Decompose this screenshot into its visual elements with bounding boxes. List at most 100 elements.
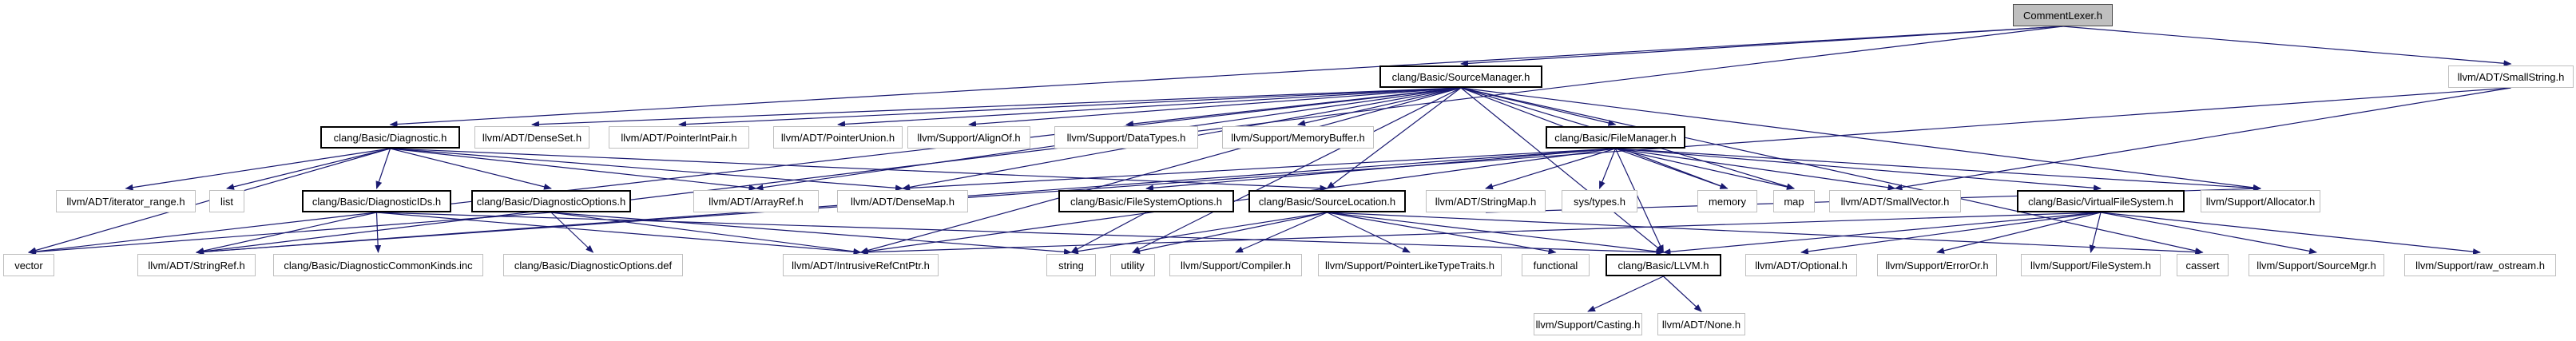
graph-node-small-string: llvm/ADT/SmallString.h [2448,65,2574,88]
include-edge-file-manager-to-virtual-file-system [1615,148,2102,192]
graph-node-iterator-range: llvm/ADT/iterator_range.h [56,190,196,212]
graph-node-small-vector: llvm/ADT/SmallVector.h [1829,190,1961,212]
graph-node-memory-buffer: llvm/Support/MemoryBuffer.h [1222,126,1374,149]
graph-node-optional: llvm/ADT/Optional.h [1745,254,1857,276]
include-edge-source-manager-to-dense-set [531,87,1462,128]
graph-node-align-of: llvm/Support/AlignOf.h [907,126,1030,149]
include-edge-diagnostic-options-to-string [550,212,1072,256]
graph-node-array-ref: llvm/ADT/ArrayRef.h [693,190,819,212]
graph-node-pointer-like-type-traits: llvm/Support/PointerLikeTypeTraits.h [1318,254,1502,276]
include-edge-llvm-h-to-casting [1587,276,1664,312]
graph-node-pointer-int-pair: llvm/ADT/PointerIntPair.h [609,126,749,149]
include-edge-file-manager-to-allocator [1615,148,2261,192]
graph-node-dense-map: llvm/ADT/DenseMap.h [837,190,968,212]
include-edge-diagnostic-options-to-diagnostic-options-def [550,212,594,253]
include-edge-comment-lexer-to-small-string [2062,26,2512,67]
include-edge-diagnostic-to-diagnostic-options [390,148,552,190]
graph-node-vector: vector [3,254,54,276]
graph-node-none: llvm/ADT/None.h [1657,313,1745,335]
include-edge-diagnostic-ids-to-intrusive-ref-cnt-ptr [376,212,862,256]
include-edge-source-manager-to-allocator [1460,87,2261,191]
include-edge-diagnostic-options-to-intrusive-ref-cnt-ptr [550,212,862,255]
include-edge-comment-lexer-to-diagnostic [389,26,2063,128]
include-edge-source-manager-to-memory-buffer [1297,87,1462,126]
include-edge-source-manager-to-pointer-union [837,87,1462,128]
include-edge-file-manager-to-dense-map [902,148,1616,192]
graph-node-intrusive-ref-cnt-ptr: llvm/ADT/IntrusiveRefCntPtr.h [783,254,939,276]
graph-node-casting: llvm/Support/Casting.h [1534,313,1642,335]
include-edge-source-manager-to-vector [28,87,1462,255]
include-edge-virtual-file-system-to-raw-ostream [2100,212,2481,256]
include-edge-source-manager-to-llvm-h [1460,87,1665,253]
include-edge-diagnostic-to-list [226,148,391,190]
graph-node-diagnostic-ids[interactable]: clang/Basic/DiagnosticIDs.h [302,190,451,212]
graph-node-virtual-file-system[interactable]: clang/Basic/VirtualFileSystem.h [2017,190,2185,212]
include-edge-file-manager-to-sys-types [1598,148,1617,189]
include-edge-source-location-to-utility [1132,212,1328,255]
include-edge-source-location-to-compiler [1235,212,1328,253]
graph-node-memory: memory [1697,190,1757,212]
graph-node-comment-lexer[interactable]: CommentLexer.h [2013,4,2113,26]
include-edge-virtual-file-system-to-file-system [2089,212,2102,253]
graph-node-list: list [209,190,244,212]
include-edge-virtual-file-system-to-error-or [1936,212,2102,254]
graph-node-allocator: llvm/Support/Allocator.h [2201,190,2320,212]
include-edge-source-manager-to-utility [1132,87,1462,253]
graph-node-compiler: llvm/Support/Compiler.h [1169,254,1302,276]
graph-node-source-manager[interactable]: clang/Basic/SourceManager.h [1379,65,1542,88]
include-edge-llvm-h-to-none [1663,276,1702,312]
graph-node-functional: functional [1522,254,1590,276]
include-edge-source-location-to-functional [1327,212,1557,255]
graph-node-source-location[interactable]: clang/Basic/SourceLocation.h [1248,190,1406,212]
include-edge-file-system-options-to-string [1070,212,1147,253]
include-edge-source-location-to-cassert [1327,212,2204,256]
include-edge-diagnostic-to-iterator-range [125,148,391,191]
include-edge-comment-lexer-to-source-manager [1460,26,2063,67]
graph-node-file-system: llvm/Support/FileSystem.h [2021,254,2161,276]
include-edge-source-manager-to-cassert [1460,87,2204,254]
include-edge-source-location-to-pointer-like-type-traits [1327,212,1411,253]
graph-node-data-types: llvm/Support/DataTypes.h [1054,126,1198,149]
graph-node-cassert: cassert [2177,254,2229,276]
graph-node-dense-set: llvm/ADT/DenseSet.h [474,126,589,149]
graph-node-source-mgr: llvm/Support/SourceMgr.h [2249,254,2384,276]
graph-node-utility: utility [1110,254,1155,276]
graph-node-raw-ostream: llvm/Support/raw_ostream.h [2404,254,2556,276]
include-edge-diagnostic-to-array-ref [390,148,757,191]
graph-node-diagnostic[interactable]: clang/Basic/Diagnostic.h [320,126,460,149]
include-edge-source-manager-to-intrusive-ref-cnt-ptr [859,87,1462,254]
graph-node-file-manager[interactable]: clang/Basic/FileManager.h [1546,126,1685,149]
include-edge-file-manager-to-map [1615,148,1795,190]
include-edge-diagnostic-ids-to-diagnostic-common-kinds [375,212,382,253]
include-edge-file-manager-to-small-vector [1615,148,1896,191]
graph-node-diagnostic-options-def: clang/Basic/DiagnosticOptions.def [503,254,683,276]
graph-node-diagnostic-options[interactable]: clang/Basic/DiagnosticOptions.h [471,190,631,212]
include-edge-source-location-to-string [1070,212,1328,255]
graph-node-error-or: llvm/Support/ErrorOr.h [1877,254,1997,276]
include-edge-file-manager-to-string-map [1485,148,1616,190]
include-edge-virtual-file-system-to-source-mgr [2100,212,2317,255]
include-edge-virtual-file-system-to-intrusive-ref-cnt-ptr [859,212,2102,256]
graph-node-string-ref: llvm/ADT/StringRef.h [137,254,256,276]
include-edge-virtual-file-system-to-optional [1800,212,2102,255]
graph-node-pointer-union: llvm/ADT/PointerUnion.h [773,126,903,149]
include-edge-source-manager-to-source-location [1326,87,1462,189]
graph-node-diagnostic-common-kinds: clang/Basic/DiagnosticCommonKinds.inc [273,254,483,276]
include-edge-file-manager-to-memory [1615,148,1729,189]
graph-node-llvm-h[interactable]: clang/Basic/LLVM.h [1606,254,1721,276]
include-edge-file-manager-to-intrusive-ref-cnt-ptr [859,148,1616,255]
include-edge-small-string-to-string-ref [196,87,2511,256]
include-edge-source-manager-to-pointer-int-pair [678,87,1462,128]
include-edge-diagnostic-options-to-vector [28,212,552,256]
include-edge-source-manager-to-align-of [968,87,1462,128]
include-edge-virtual-file-system-to-llvm-h [1662,212,2102,256]
include-edge-diagnostic-ids-to-llvm-h [376,212,1665,256]
graph-node-map: map [1773,190,1815,212]
include-edge-diagnostic-to-dense-map [390,148,903,192]
include-edge-file-manager-to-llvm-h [1614,148,1665,253]
graph-node-file-system-options[interactable]: clang/Basic/FileSystemOptions.h [1058,190,1234,212]
include-edge-small-string-to-small-vector [1894,87,2511,191]
graph-node-string-map: llvm/ADT/StringMap.h [1426,190,1546,212]
